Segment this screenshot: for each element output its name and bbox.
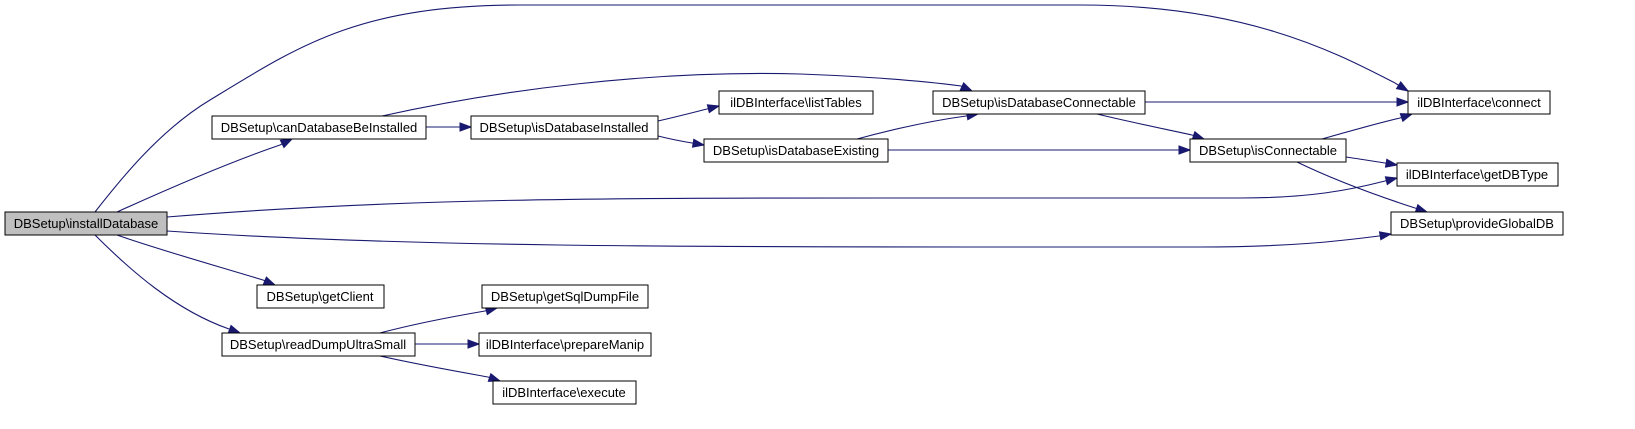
edge-readDumpUltraSmall-to-getSqlDumpFile xyxy=(379,306,499,334)
edge-installDatabase-to-getDBType xyxy=(166,176,1399,218)
node-label: ilDBInterface\execute xyxy=(502,385,626,400)
nodes-layer: DBSetup\installDatabase DBSetup\canDatab… xyxy=(4,90,1564,405)
node-prepareManip[interactable]: ilDBInterface\prepareManip xyxy=(478,332,652,357)
node-label: DBSetup\readDumpUltraSmall xyxy=(230,337,406,352)
edge-isDatabaseExisting-to-isConnectable xyxy=(888,145,1192,155)
node-getClient[interactable]: DBSetup\getClient xyxy=(256,284,385,309)
node-label: DBSetup\installDatabase xyxy=(14,216,159,231)
edge-isDatabaseExisting-to-isDatabaseConnectable xyxy=(856,111,980,140)
edge-arrowhead xyxy=(1178,145,1192,155)
edge-line xyxy=(94,4,1396,213)
edge-line-end xyxy=(1394,82,1399,86)
edge-arrowhead xyxy=(959,81,974,92)
node-isDatabaseConnectable[interactable]: DBSetup\isDatabaseConnectable xyxy=(932,90,1146,115)
node-isDatabaseInstalled[interactable]: DBSetup\isDatabaseInstalled xyxy=(470,115,659,140)
edge-arrowhead xyxy=(487,372,502,382)
edge-isConnectable-to-connect xyxy=(1321,113,1414,140)
edge-arrowhead xyxy=(1414,203,1429,213)
edge-isConnectable-to-getDBType xyxy=(1345,156,1399,168)
edge-isDatabaseConnectable-to-isConnectable xyxy=(1096,113,1206,140)
node-label: DBSetup\isDatabaseExisting xyxy=(713,143,879,158)
edge-canDatabaseBeInstalled-to-isDatabaseConnectable xyxy=(381,72,974,117)
node-provideGlobalDB[interactable]: DBSetup\provideGlobalDB xyxy=(1390,211,1564,236)
edge-arrowhead xyxy=(279,138,294,149)
edges-layer xyxy=(94,4,1429,382)
edge-line xyxy=(94,234,230,330)
edge-line xyxy=(116,144,281,213)
edge-line xyxy=(856,115,967,140)
edge-arrowhead xyxy=(262,276,277,286)
edge-arrowhead xyxy=(1384,158,1399,168)
edge-arrowhead xyxy=(459,122,473,132)
edge-line xyxy=(1345,156,1386,164)
node-label: ilDBInterface\getDBType xyxy=(1406,167,1548,182)
edge-arrowhead xyxy=(706,104,721,114)
node-label: ilDBInterface\connect xyxy=(1417,95,1541,110)
node-label: ilDBInterface\listTables xyxy=(730,95,862,110)
edge-line xyxy=(657,108,708,122)
node-connect[interactable]: ilDBInterface\connect xyxy=(1407,90,1551,115)
edge-arrowhead xyxy=(227,324,242,334)
edge-arrowhead xyxy=(1399,113,1414,123)
edge-arrowhead xyxy=(1395,80,1410,92)
edge-arrowhead xyxy=(467,339,481,349)
edge-line xyxy=(116,234,264,281)
node-label: DBSetup\getClient xyxy=(267,289,374,304)
node-canDatabaseBeInstalled[interactable]: DBSetup\canDatabaseBeInstalled xyxy=(211,115,427,140)
edge-installDatabase-to-connect xyxy=(94,4,1410,213)
node-isConnectable[interactable]: DBSetup\isConnectable xyxy=(1189,138,1347,163)
edge-line xyxy=(166,230,1380,248)
node-getSqlDumpFile[interactable]: DBSetup\getSqlDumpFile xyxy=(481,284,649,309)
edge-isDatabaseConnectable-to-connect xyxy=(1145,97,1410,107)
edge-readDumpUltraSmall-to-prepareManip xyxy=(415,339,481,349)
edge-arrowhead xyxy=(691,138,706,148)
edge-line xyxy=(1321,117,1401,140)
node-isDatabaseExisting[interactable]: DBSetup\isDatabaseExisting xyxy=(703,138,889,163)
node-label: DBSetup\isDatabaseInstalled xyxy=(479,120,648,135)
edge-isDatabaseInstalled-to-listTables xyxy=(657,104,721,122)
node-label: DBSetup\getSqlDumpFile xyxy=(491,289,639,304)
node-label: DBSetup\isDatabaseConnectable xyxy=(942,95,1136,110)
edge-arrowhead xyxy=(1378,231,1393,241)
edge-line xyxy=(379,355,489,378)
edge-arrowhead xyxy=(1384,176,1399,186)
edge-installDatabase-to-readDumpUltraSmall xyxy=(94,234,242,334)
edge-isDatabaseInstalled-to-isDatabaseExisting xyxy=(657,135,706,148)
node-label: DBSetup\isConnectable xyxy=(1199,143,1337,158)
edge-installDatabase-to-provideGlobalDB xyxy=(166,230,1393,248)
node-getDBType[interactable]: ilDBInterface\getDBType xyxy=(1396,162,1559,187)
node-execute[interactable]: ilDBInterface\execute xyxy=(492,380,637,405)
node-label: ilDBInterface\prepareManip xyxy=(486,337,644,352)
edge-arrowhead xyxy=(1396,97,1410,107)
node-readDumpUltraSmall[interactable]: DBSetup\readDumpUltraSmall xyxy=(221,332,416,357)
edge-readDumpUltraSmall-to-execute xyxy=(379,355,502,382)
edge-canDatabaseBeInstalled-to-isDatabaseInstalled xyxy=(426,122,473,132)
node-installDatabase[interactable]: DBSetup\installDatabase xyxy=(4,211,168,236)
node-listTables[interactable]: ilDBInterface\listTables xyxy=(718,90,874,115)
edge-line xyxy=(379,310,486,334)
edge-line xyxy=(1096,113,1193,136)
edge-installDatabase-to-getClient xyxy=(116,234,277,286)
node-label: DBSetup\provideGlobalDB xyxy=(1400,216,1554,231)
edge-installDatabase-to-canDatabaseBeInstalled xyxy=(116,138,294,213)
node-label: DBSetup\canDatabaseBeInstalled xyxy=(221,120,418,135)
edge-line xyxy=(657,135,693,144)
edge-line xyxy=(1296,161,1416,209)
edge-line xyxy=(166,180,1386,218)
edge-line xyxy=(381,72,962,117)
edge-arrowhead xyxy=(1191,130,1206,140)
